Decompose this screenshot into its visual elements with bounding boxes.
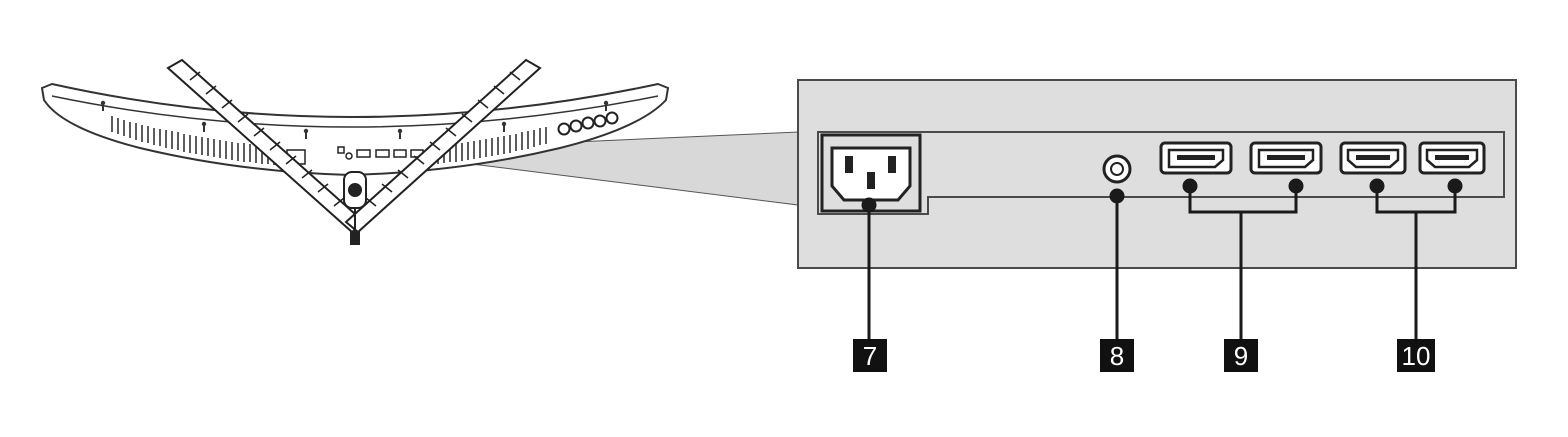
- control-buttons: [557, 111, 619, 136]
- callout-7-label: 7: [863, 341, 877, 371]
- monitor-rear-view: [40, 58, 670, 245]
- stand-neck: [343, 171, 367, 245]
- small-port-row: [286, 146, 424, 165]
- rear-panel-closeup: [797, 79, 1517, 269]
- callout-8-label: 8: [1110, 341, 1124, 371]
- audio-out-jack: [1102, 154, 1132, 184]
- displayport-2: [1249, 141, 1323, 175]
- displayport-1: [1159, 141, 1233, 175]
- leader-lines: [861, 178, 1463, 340]
- hdmi-2: [1418, 141, 1486, 175]
- port-strip: [817, 131, 1505, 215]
- callout-7: 7: [853, 339, 887, 372]
- callout-10: 10: [1397, 339, 1435, 372]
- callout-8: 8: [1100, 339, 1134, 372]
- screw-holes: [100, 100, 609, 139]
- callout-9: 9: [1224, 339, 1258, 372]
- monitor-back-shell: [40, 82, 670, 177]
- callout-9-label: 9: [1234, 341, 1248, 371]
- hdmi-1: [1339, 141, 1407, 175]
- callout-10-label: 10: [1402, 341, 1431, 371]
- monitor-top-edge: [51, 95, 659, 128]
